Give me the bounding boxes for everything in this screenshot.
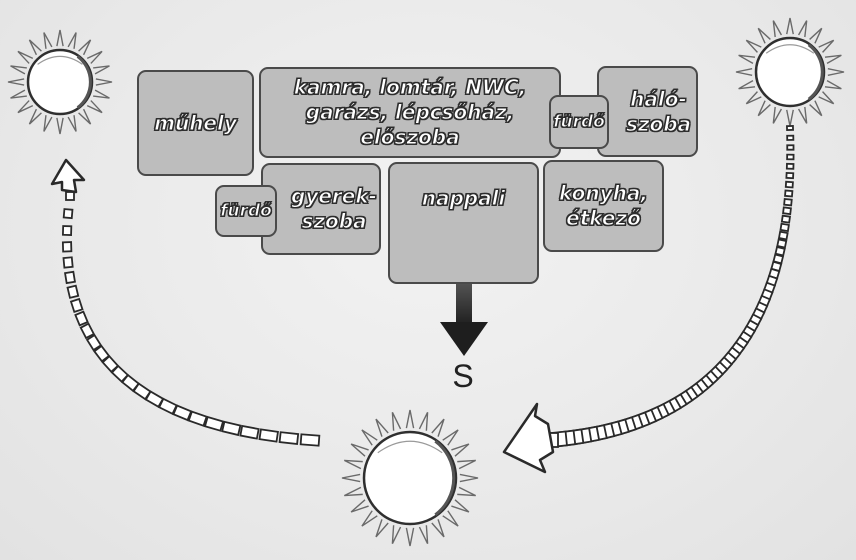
room-haloszoba-label: háló- szoba xyxy=(625,86,692,136)
room-konyha-label: konyha, étkező xyxy=(559,181,649,231)
sun-icon xyxy=(735,17,845,127)
room-konyha: konyha, étkező xyxy=(543,160,664,252)
arrowhead-left-icon xyxy=(502,402,555,474)
room-nappali: nappali xyxy=(388,162,539,284)
sun-icon xyxy=(341,409,479,547)
south-label: S xyxy=(452,358,474,394)
room-furdo-top: fürdő xyxy=(549,95,609,149)
room-haloszoba: háló- szoba xyxy=(597,66,698,157)
room-furdo-small-label: fürdő xyxy=(220,200,273,221)
room-kamra-label: kamra, lomtár, NWC, garázs, lépcsőház, e… xyxy=(293,75,527,150)
room-gyerekszoba: gyerek- szoba xyxy=(261,163,381,255)
room-muhely: műhely xyxy=(137,70,254,176)
sun-path-left xyxy=(61,191,321,447)
room-nappali-label: nappali xyxy=(421,185,506,210)
arrowhead-up-icon xyxy=(50,158,86,194)
room-furdo-top-label: fürdő xyxy=(553,111,606,132)
room-furdo-small: fürdő xyxy=(215,185,277,237)
room-muhely-label: műhely xyxy=(154,110,238,135)
room-kamra: kamra, lomtár, NWC, garázs, lépcsőház, e… xyxy=(259,67,561,158)
sun-icon xyxy=(7,29,113,135)
room-gyerekszoba-label: gyerek- szoba xyxy=(291,184,378,234)
